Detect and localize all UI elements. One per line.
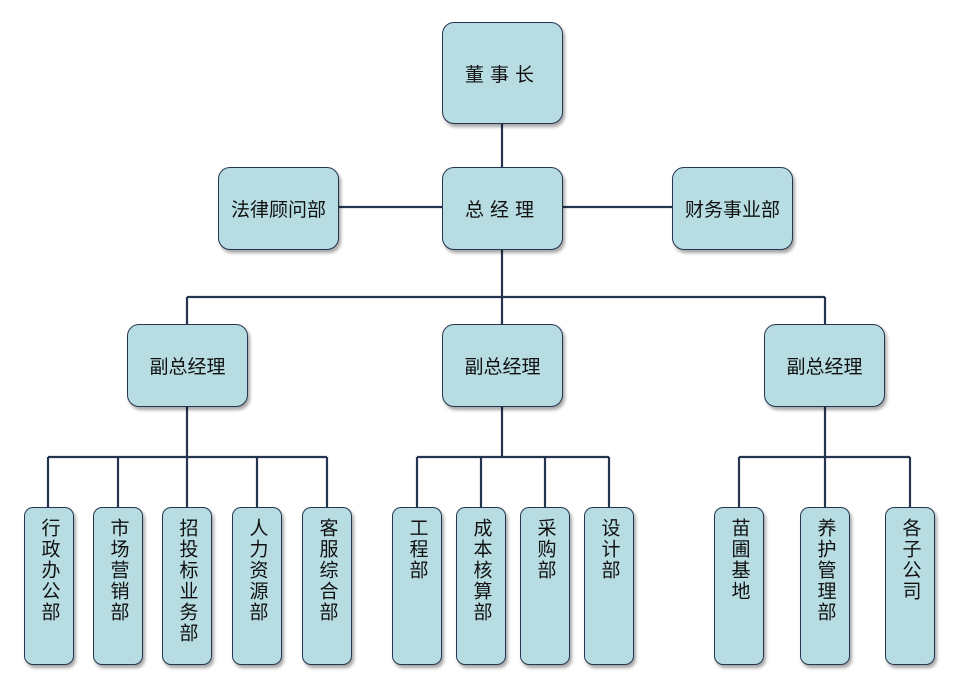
- dept-box-engineering: 工程部: [392, 507, 442, 665]
- chairman-box: 董事长: [442, 22, 563, 124]
- dept-box-cost-accounting: 成本核算部: [456, 507, 506, 665]
- dept-label: 养护管理部: [814, 518, 837, 623]
- deputy-gm-label: 副总经理: [786, 356, 863, 378]
- dept-label: 设计部: [598, 518, 621, 581]
- dept-label: 成本核算部: [470, 518, 493, 623]
- dept-label: 市场营销部: [107, 518, 130, 623]
- chairman-label: 董事长: [464, 63, 540, 86]
- dept-label: 行政办公部: [38, 518, 61, 623]
- dept-box-marketing: 市场营销部: [93, 507, 143, 665]
- general-manager-label: 总经理: [464, 199, 540, 221]
- finance-dept-box: 财务事业部: [672, 167, 793, 250]
- deputy-gm-label: 副总经理: [149, 356, 226, 378]
- dept-box-design: 设计部: [584, 507, 634, 665]
- dept-label: 采购部: [534, 518, 557, 581]
- dept-box-maintenance: 养护管理部: [800, 507, 850, 665]
- deputy-gm-label: 副总经理: [464, 356, 541, 378]
- dept-box-bidding: 招投标业务部: [162, 507, 212, 665]
- dept-box-procurement: 采购部: [520, 507, 570, 665]
- dept-label: 人力资源部: [246, 518, 269, 623]
- dept-box-nursery: 苗圃基地: [714, 507, 764, 665]
- legal-dept-label: 法律顾问部: [230, 199, 326, 221]
- finance-dept-label: 财务事业部: [684, 199, 780, 221]
- dept-box-customer-service: 客服综合部: [302, 507, 352, 665]
- dept-label: 招投标业务部: [176, 518, 199, 644]
- dept-box-subsidiaries: 各子公司: [885, 507, 935, 665]
- dept-box-hr: 人力资源部: [232, 507, 282, 665]
- general-manager-box: 总经理: [442, 167, 563, 250]
- dept-label: 客服综合部: [316, 518, 339, 623]
- dept-label: 工程部: [406, 518, 429, 581]
- dept-label: 各子公司: [899, 518, 922, 602]
- dept-box-admin: 行政办公部: [24, 507, 74, 665]
- deputy-gm-box-1: 副总经理: [127, 324, 248, 407]
- legal-dept-box: 法律顾问部: [218, 167, 339, 250]
- deputy-gm-box-2: 副总经理: [442, 324, 563, 407]
- dept-label: 苗圃基地: [728, 518, 751, 602]
- deputy-gm-box-3: 副总经理: [764, 324, 885, 407]
